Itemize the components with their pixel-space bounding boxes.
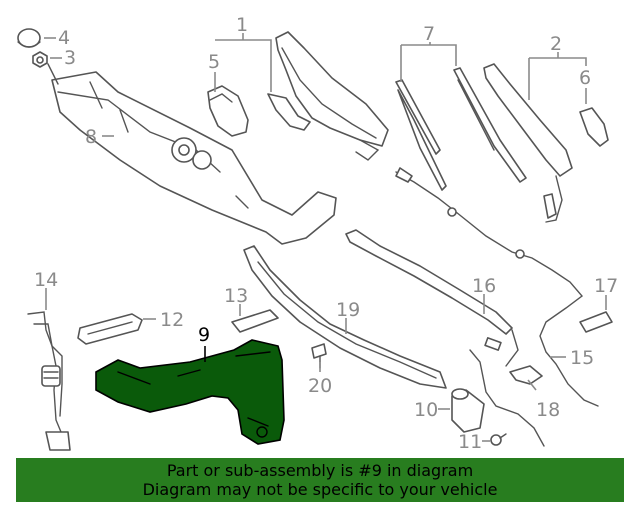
info-banner: Part or sub-assembly is #9 in diagram Di…: [16, 458, 624, 502]
callout-3: 3: [64, 47, 76, 69]
callout-8: 8: [85, 126, 97, 148]
callout-12: 12: [160, 309, 184, 331]
callout-10: 10: [414, 399, 438, 421]
part-14-hose-assembly[interactable]: [27, 311, 71, 451]
part-4-cap[interactable]: [17, 28, 41, 48]
part-5-boot[interactable]: [207, 85, 249, 137]
callout-5: 5: [208, 51, 220, 73]
callout-14: 14: [34, 269, 58, 291]
part-17-clip[interactable]: [579, 311, 613, 333]
callout-11: 11: [458, 431, 482, 453]
callout-6: 6: [579, 67, 591, 89]
part-18-bracket[interactable]: [509, 365, 543, 385]
callout-leaders: [44, 33, 607, 442]
callout-1: 1: [236, 14, 248, 36]
callout-17: 17: [594, 275, 618, 297]
callout-4: 4: [58, 27, 70, 49]
callout-13: 13: [224, 285, 248, 307]
part-9-washer-reservoir[interactable]: [95, 339, 285, 445]
part-3-nut[interactable]: [32, 51, 48, 68]
part-1-wiper-arm[interactable]: [267, 31, 389, 161]
callout-16: 16: [472, 275, 496, 297]
part-13-fitting[interactable]: [231, 309, 279, 333]
part-16-hose[interactable]: [345, 229, 545, 447]
banner-line-1: Part or sub-assembly is #9 in diagram: [166, 461, 474, 480]
part-6-arm-cap[interactable]: [579, 107, 609, 147]
callout-19: 19: [336, 299, 360, 321]
banner-line-2: Diagram may not be specific to your vehi…: [142, 480, 498, 499]
part-10-washer-pump[interactable]: [451, 388, 485, 433]
callout-9: 9: [198, 324, 210, 346]
callout-20: 20: [308, 375, 332, 397]
part-11-nozzle[interactable]: [490, 433, 507, 446]
part-2-wiper-arm[interactable]: [483, 63, 573, 223]
callout-7: 7: [423, 23, 435, 45]
callout-15: 15: [570, 347, 594, 369]
callout-18: 18: [536, 399, 560, 421]
part-7-wiper-blades[interactable]: [395, 67, 527, 191]
part-20-clip[interactable]: [311, 343, 327, 369]
part-8-wiper-linkage[interactable]: [47, 63, 337, 245]
washer-hose-upper: [395, 167, 599, 407]
part-19-cowl-panel[interactable]: [243, 245, 447, 389]
callout-2: 2: [550, 33, 562, 55]
part-12-gasket[interactable]: [77, 313, 143, 345]
